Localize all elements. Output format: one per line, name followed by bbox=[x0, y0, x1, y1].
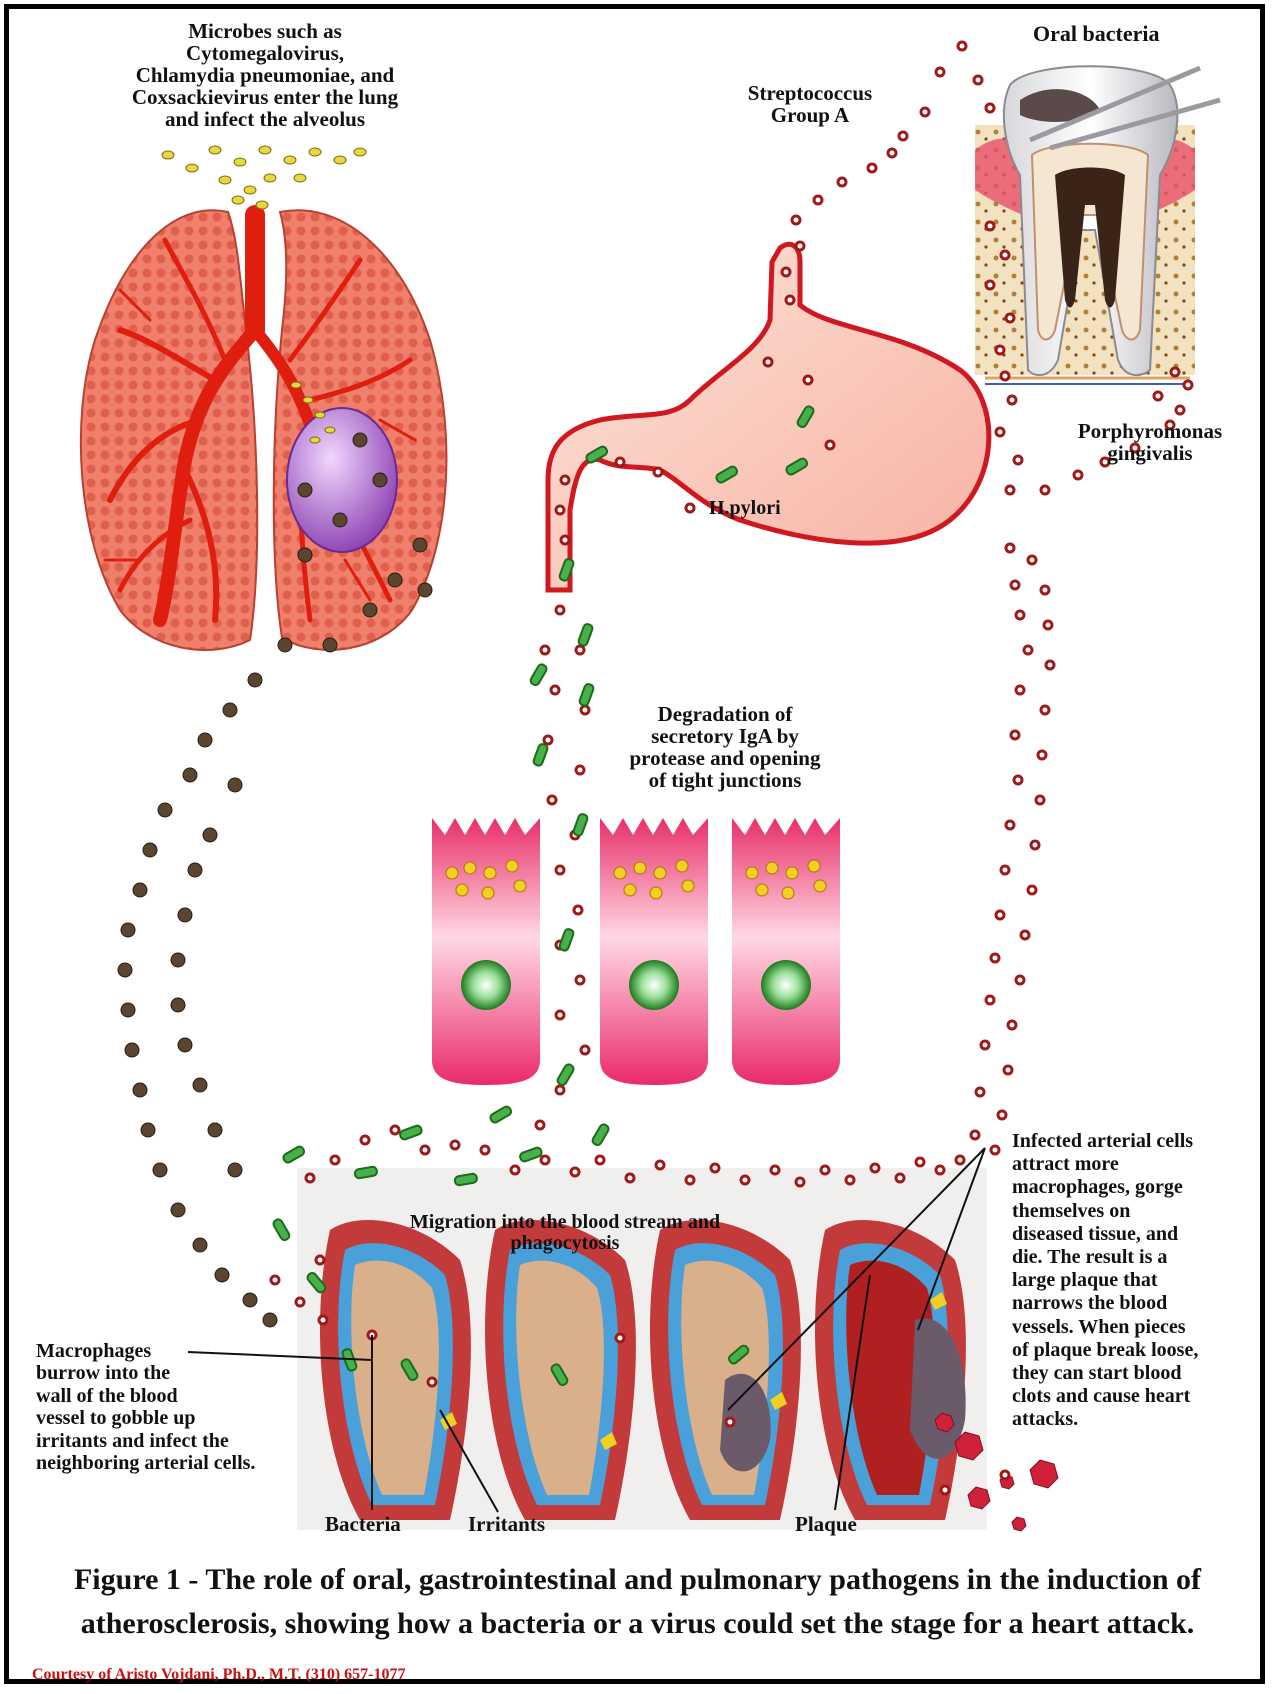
streptococcus-label: Streptococcus Group A bbox=[700, 82, 920, 126]
irritants-label: Irritants bbox=[468, 1513, 545, 1535]
figure-caption: Figure 1 - The role of oral, gastrointes… bbox=[40, 1558, 1235, 1646]
degradation-label: Degradation of secretory IgA by protease… bbox=[605, 703, 845, 791]
credit-line: Courtesy of Aristo Vojdani, Ph.D., M.T. … bbox=[32, 1666, 405, 1684]
infected-cells-label: Infected arterial cells attract more mac… bbox=[1012, 1130, 1262, 1431]
oral-bacteria-label: Oral bacteria bbox=[1033, 22, 1159, 45]
intestinal-cells bbox=[432, 818, 840, 1085]
bacteria-label: Bacteria bbox=[325, 1513, 401, 1535]
hpylori-label: H.pylori bbox=[709, 498, 781, 519]
migration-label: Migration into the blood stream and phag… bbox=[355, 1212, 775, 1254]
macrophages-label: Macrophages burrow into the wall of the … bbox=[36, 1340, 326, 1474]
microbes-label: Microbes such as Cytomegalovirus, Chlamy… bbox=[95, 20, 435, 130]
tooth-illustration bbox=[975, 66, 1220, 384]
plaque-label: Plaque bbox=[795, 1513, 857, 1535]
porphyromonas-label: Porphyromonas gingivalis bbox=[1050, 420, 1250, 464]
stomach-illustration bbox=[548, 244, 989, 590]
